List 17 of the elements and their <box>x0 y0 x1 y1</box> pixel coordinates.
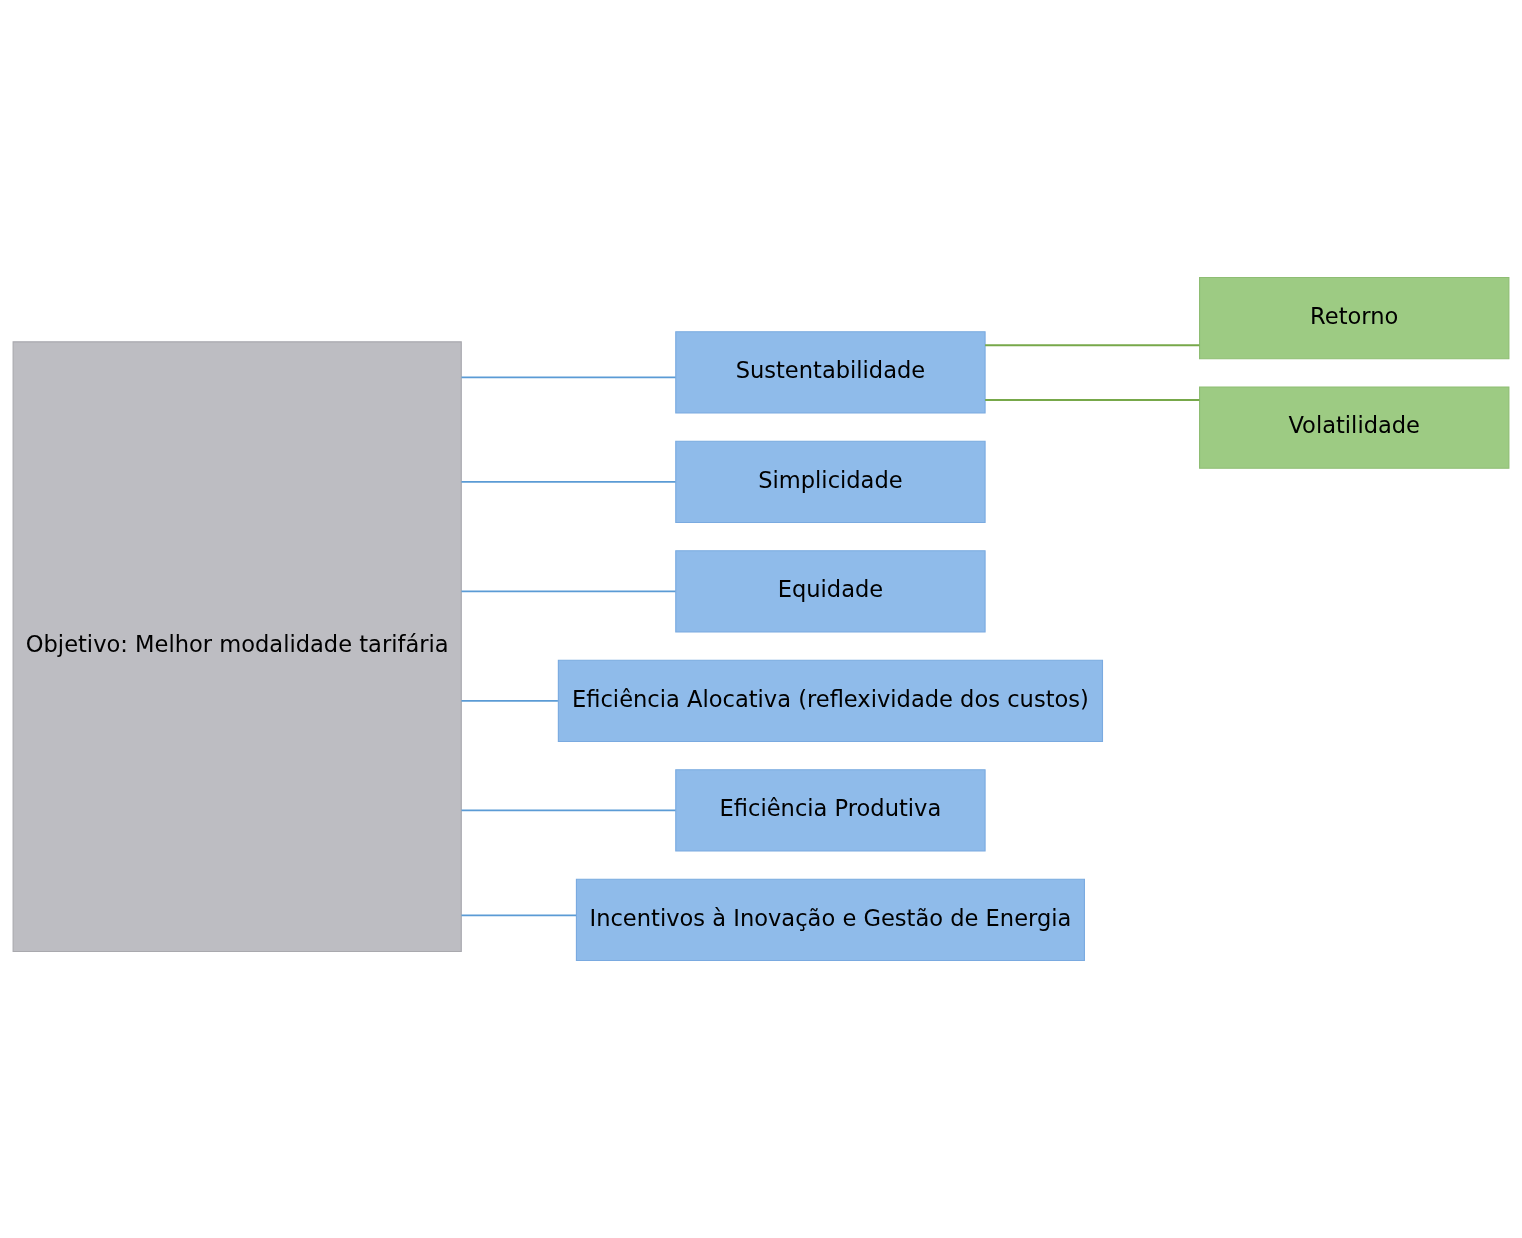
node-box: Eficiência Produtiva <box>675 769 986 852</box>
connector <box>460 480 677 483</box>
node-box: Volatilidade <box>1199 386 1510 469</box>
connector <box>984 344 1201 347</box>
node-box: Incentivos à Inovação e Gestão de Energia <box>575 878 1085 962</box>
node-box: Eficiência Alocativa (reflexividade dos custos) <box>557 659 1104 743</box>
connector <box>460 914 577 917</box>
node-box: Simplicidade <box>675 440 986 524</box>
connector <box>460 809 677 812</box>
node-box: Objetivo: Melhor modalidade tarifária <box>12 341 462 952</box>
node-box: Sustentabilidade <box>675 331 986 414</box>
connector <box>460 699 559 702</box>
connector <box>984 399 1201 401</box>
connector <box>460 590 677 593</box>
node-box: Equidade <box>675 550 986 633</box>
node-box: Retorno <box>1199 276 1510 360</box>
connector <box>460 376 677 379</box>
